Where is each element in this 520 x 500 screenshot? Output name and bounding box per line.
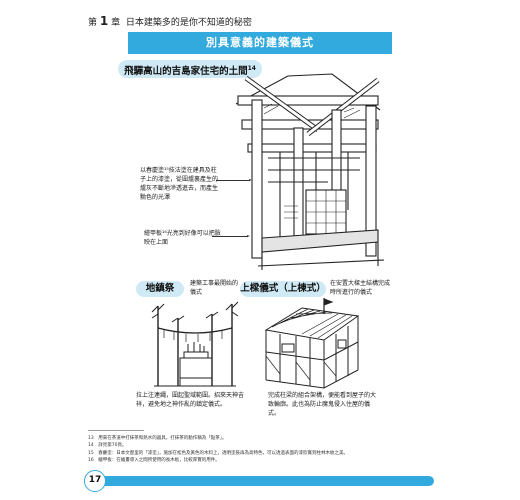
board-note-leader [212, 235, 250, 237]
jotoshiki-illustration [262, 296, 362, 390]
page-number: 17 [84, 470, 106, 492]
chapter-header: 第 1 章 日本建築多的是你不知道的秘密 [88, 14, 252, 28]
yoshijima-interior-illustration [228, 70, 388, 274]
jotoshiki-top-note: 在安置大樑主結構完成時所進行的儀式 [330, 280, 391, 296]
jichinsai-bottom-note: 拉上注連繩，圍起聖域範圍。招來天神吉祥，避免地之神作亂的鎮定儀式。 [136, 392, 245, 408]
footnote-15: 15 春慶塗：日本文歷里的「漆塗」，施加在松色及黃色的木料上，透明塗裝再為高特色… [88, 450, 348, 456]
chapter-title: 日本建築多的是你不知道的秘密 [125, 18, 252, 28]
jichinsai-illustration [150, 300, 240, 390]
house-frame-drawing [264, 298, 360, 389]
jichinsai-tag: 地鎮祭 [136, 281, 184, 297]
jichinsai-top-note: 建築工事最開始的儀式 [190, 280, 239, 296]
shrine-ropes-drawing [151, 301, 239, 387]
footer-bar [96, 476, 434, 486]
footnotes: 13 用來在茶道中打抹茶和熱水的器具，打抹茶的動作稱為「點茶」。 14 詳見第7… [88, 435, 438, 464]
lacquer-note-leader [216, 179, 252, 181]
footnote-13: 13 用來在茶道中打抹茶和熱水的器具，打抹茶的動作稱為「點茶」。 [88, 436, 227, 441]
section-title-yoshijima: 飛驒高山的吉島家住宅的土間14 [118, 60, 262, 78]
footnote-14: 14 詳見第70頁。 [88, 443, 127, 449]
timber-frame-drawing [235, 73, 385, 270]
footnote-divider [88, 430, 144, 431]
jotoshiki-tag: 上樑儀式（上棟式） [240, 281, 326, 297]
footnote-16: 16 繪甲板：在繪畫導入之間所使用的長木板，比較厚實的用件。 [88, 457, 220, 463]
board-note: 繪甲板¹⁶光亮到好像可以把臉映在上面 [144, 230, 221, 246]
chapter-number: 1 [99, 14, 109, 28]
page-title-banner: 別具意義的建築儀式 [128, 32, 392, 54]
jotoshiki-bottom-note: 完成柱梁的組合架構，便能看到屋子的大致輪廓。此也為防止魔鬼侵入住屋的儀式。 [268, 392, 377, 417]
lacquer-note: 以春慶塗¹⁵技法塗在建具及柱子上的漆塗，從圍爐裏產生的爐灰不斷地滲透進去，而產生… [140, 167, 219, 201]
